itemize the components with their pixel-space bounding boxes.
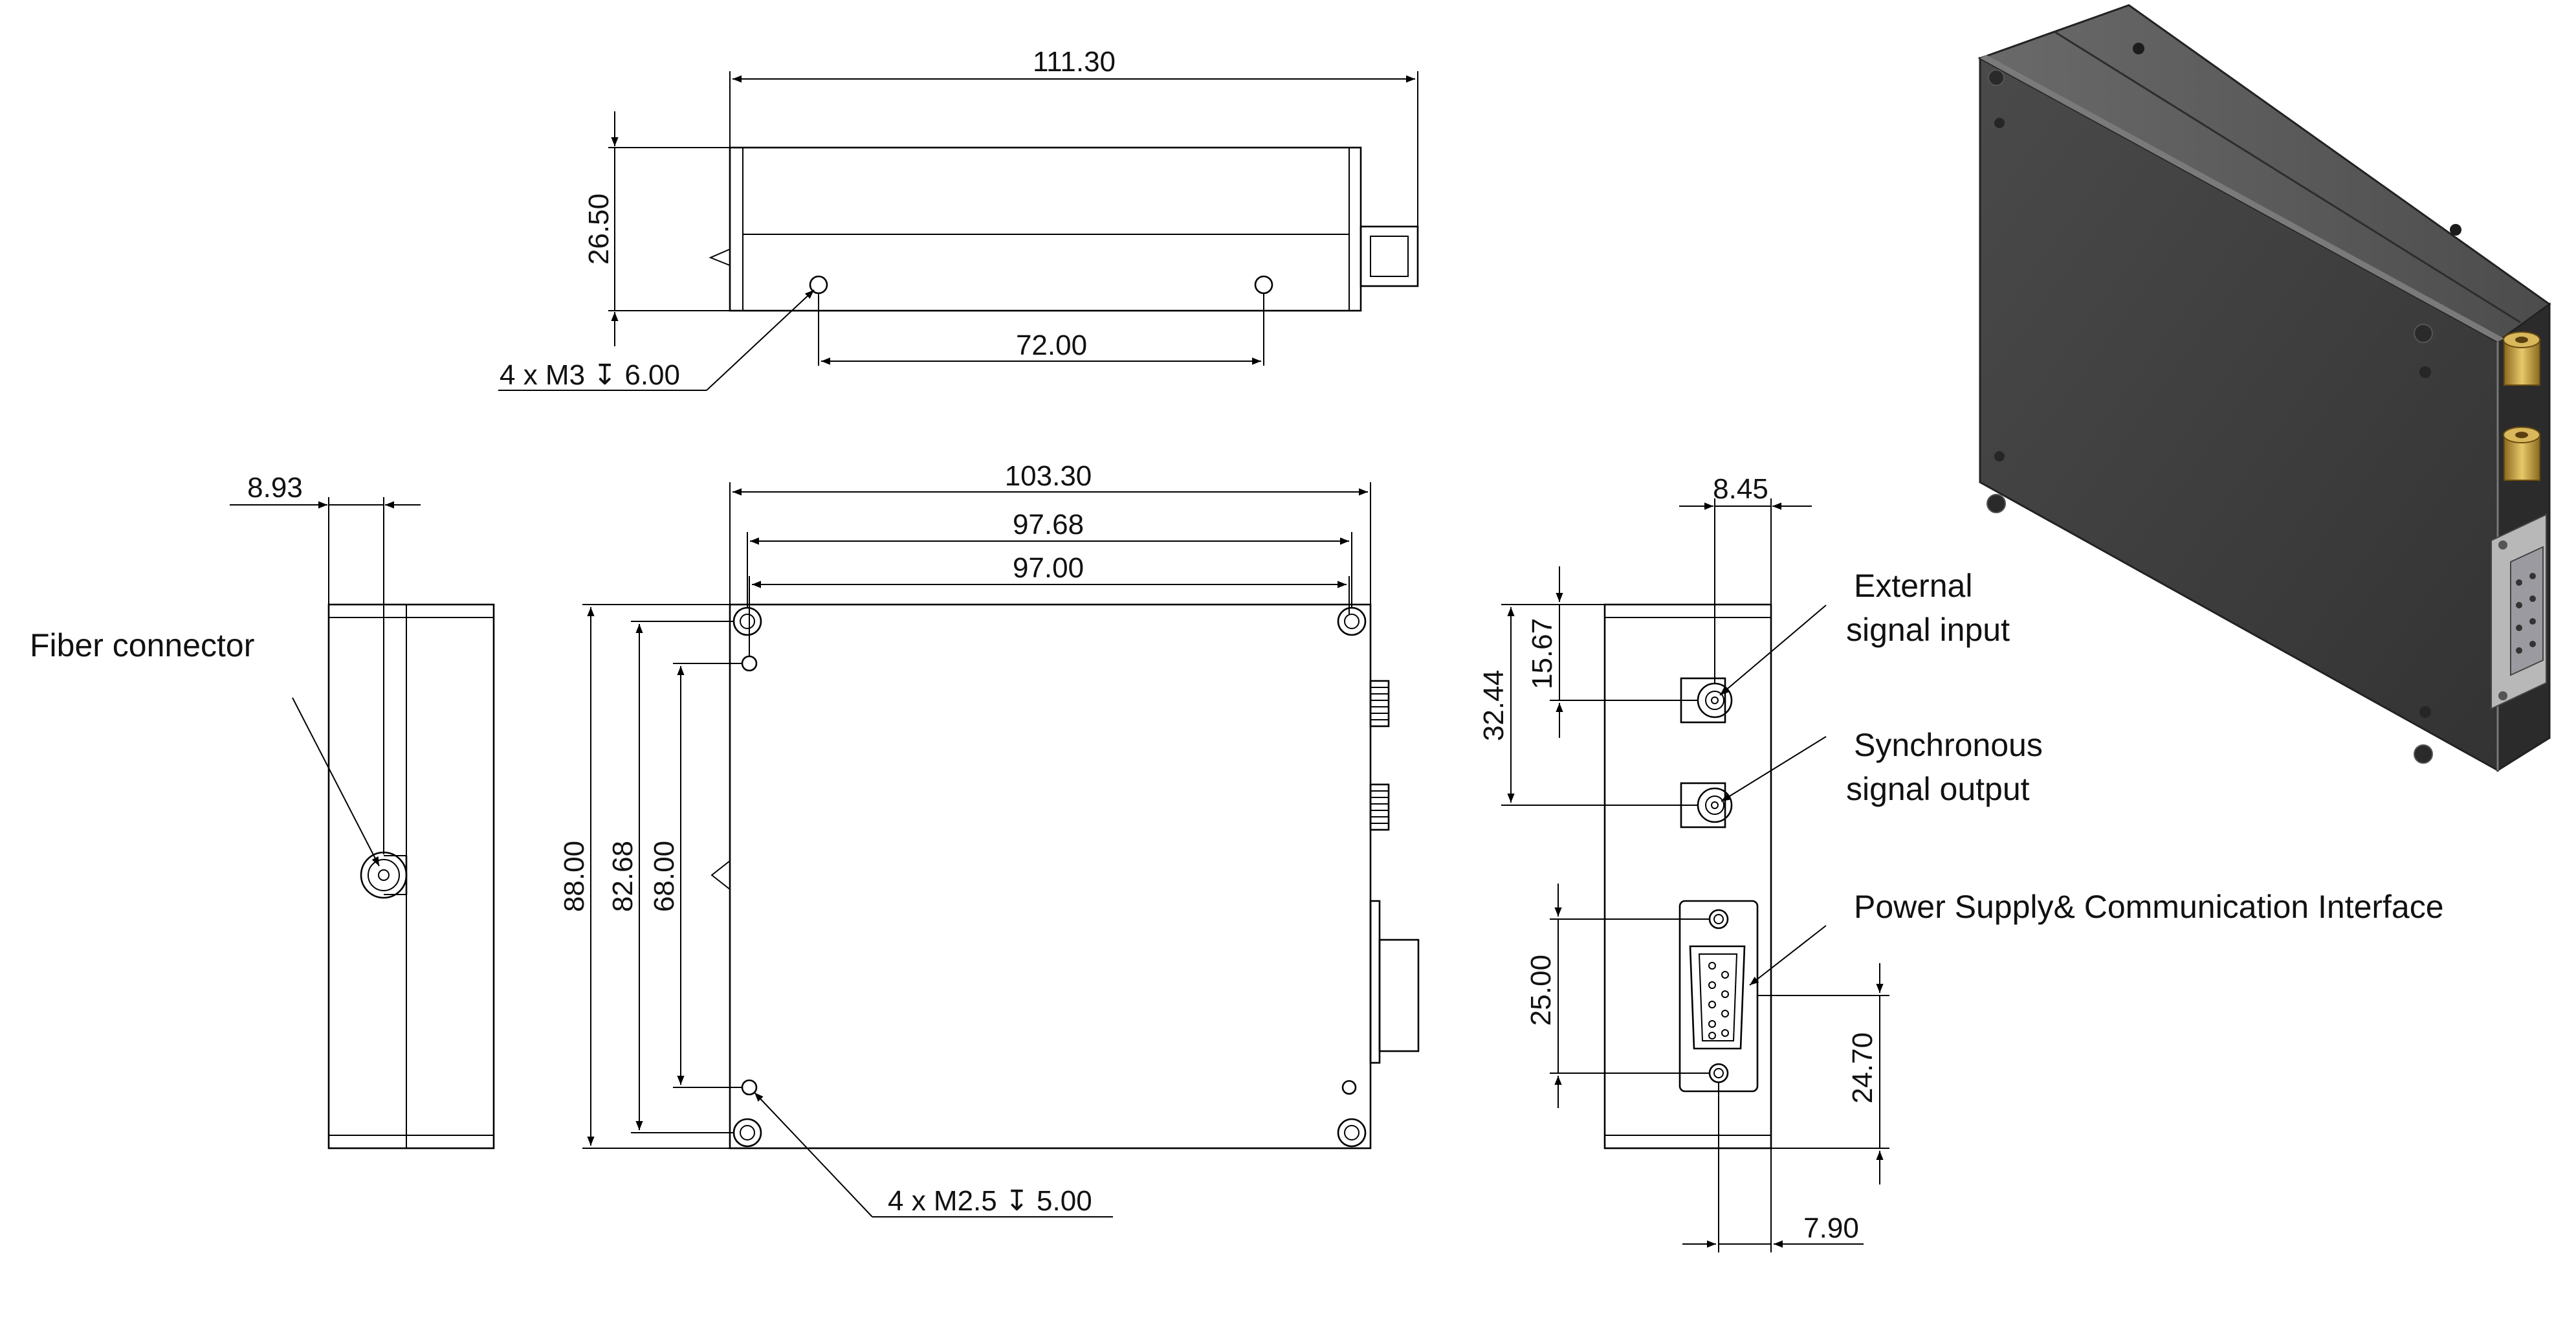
top-hole-right	[1254, 275, 1273, 295]
db9-connector-icon	[1679, 900, 1759, 1093]
front-db9-flange	[1369, 900, 1381, 1064]
front-sma-bottom	[1369, 783, 1390, 831]
label-external-line1: External	[1854, 568, 1972, 604]
label-fiber-connector: Fiber connector	[30, 627, 254, 663]
top-view-body	[729, 146, 1362, 312]
dim-top-hole-spacing: 72.00	[1016, 329, 1087, 361]
front-db9-body	[1378, 939, 1420, 1052]
front-hole-br	[1337, 1118, 1367, 1148]
dim-top-length: 111.30	[1033, 46, 1116, 78]
side-view-left: 8.93 Fiber connector	[30, 472, 495, 1150]
right-view: 8.45 15.67 32.44 25.00 24.70 7.90	[1478, 473, 2444, 1252]
top-view-connector	[1360, 225, 1419, 287]
dim-front-hole-spacing-x: 97.00	[1013, 552, 1084, 584]
label-sync-line2: signal output	[1846, 771, 2030, 807]
db9-render-icon	[2491, 513, 2547, 710]
sma-gold-icon-2	[2503, 427, 2540, 481]
note-front-holes: 4 x M2.5 ↧ 5.00	[888, 1185, 1092, 1217]
dim-right-sma-span: 32.44	[1478, 670, 1510, 741]
dim-top-height: 26.50	[583, 194, 615, 265]
dim-front-width: 103.30	[1005, 460, 1092, 492]
dim-right-offset-x: 8.45	[1713, 473, 1768, 505]
module-3d-render	[1977, 4, 2551, 772]
label-power-interface: Power Supply& Communication Interface	[1854, 889, 2444, 925]
front-view: 103.30 97.68 97.00 88.00 82.68 68.00 4 x…	[558, 460, 1420, 1217]
label-sync-line1: Synchronous	[1854, 727, 2043, 763]
dim-right-db9-holes: 25.00	[1525, 955, 1557, 1026]
front-small-hole-top	[741, 655, 758, 672]
dim-side-connector-offset: 8.93	[247, 472, 303, 504]
front-sma-top	[1369, 680, 1390, 728]
top-view: 111.30 26.50 72.00 4 x M3 ↧ 6.00	[498, 46, 1419, 391]
dim-front-hole-spacing-y: 68.00	[648, 841, 680, 912]
dim-right-db9-offset-x: 7.90	[1803, 1212, 1859, 1244]
dim-front-height-inner: 82.68	[607, 841, 639, 912]
front-view-body	[729, 603, 1372, 1150]
dim-right-db9-center: 24.70	[1847, 1032, 1878, 1104]
dim-right-sma-top: 15.67	[1526, 618, 1558, 689]
label-external-line2: signal input	[1846, 612, 2010, 648]
side-view-body	[327, 603, 495, 1150]
front-small-hole-bottom	[741, 1079, 758, 1096]
front-hole-tr	[1337, 606, 1367, 636]
front-hole-bl	[732, 1118, 762, 1148]
sma-gold-icon-1	[2503, 331, 2540, 386]
dim-front-width-inner: 97.68	[1013, 509, 1084, 540]
top-view-fiber-tab	[709, 249, 731, 266]
front-hole-tl	[732, 606, 762, 636]
right-view-body	[1603, 603, 1772, 1150]
dim-front-height: 88.00	[558, 841, 590, 912]
note-top-holes: 4 x M3 ↧ 6.00	[500, 359, 680, 391]
